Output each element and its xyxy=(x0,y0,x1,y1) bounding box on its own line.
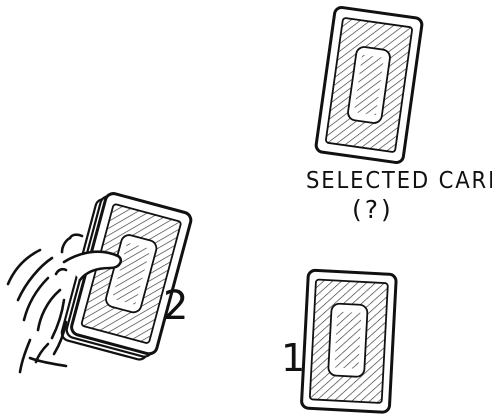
selected-card-label: SELECTED CARD xyxy=(306,168,492,194)
pile-one-number: 1 xyxy=(281,336,305,380)
question-label: (?) xyxy=(352,195,394,224)
selected-card xyxy=(315,7,422,164)
pile-one-card xyxy=(301,270,396,412)
pile-two-number: 2 xyxy=(163,283,188,329)
